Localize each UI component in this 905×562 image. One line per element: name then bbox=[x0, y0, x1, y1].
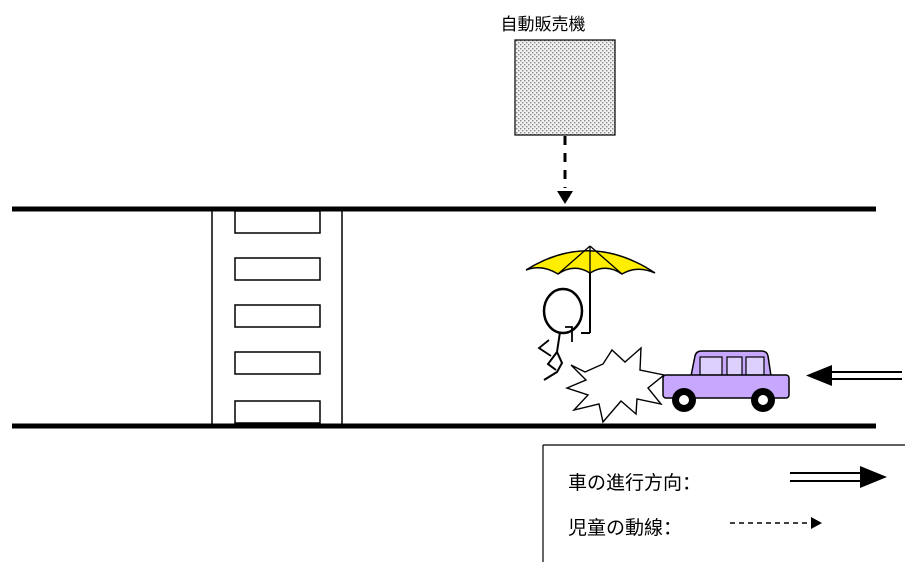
car-wheel-hub bbox=[758, 395, 768, 405]
legend-car-direction-label: 車の進行方向： bbox=[568, 472, 702, 494]
crosswalk-stripe bbox=[234, 400, 321, 424]
impact-burst bbox=[565, 346, 666, 424]
umbrella-ribs bbox=[557, 245, 623, 275]
crosswalk-stripe bbox=[234, 257, 321, 281]
child-head bbox=[542, 287, 584, 335]
child-body bbox=[556, 331, 561, 353]
car-window bbox=[699, 356, 723, 376]
crosswalk-stripe bbox=[234, 304, 321, 328]
child-leg bbox=[546, 351, 558, 371]
child-leg bbox=[543, 351, 564, 381]
legend-child-path-label: 児童の動線： bbox=[568, 517, 683, 539]
car bbox=[662, 350, 790, 412]
vending-machine-label: 自動販売機 bbox=[500, 15, 586, 35]
crosswalk bbox=[211, 209, 343, 426]
legend-box bbox=[542, 444, 905, 562]
child-path-arrowhead bbox=[557, 191, 573, 204]
child-figure bbox=[525, 245, 656, 381]
crosswalk-stripe bbox=[234, 210, 321, 234]
crosswalk-stripe bbox=[234, 351, 321, 375]
car-wheel-hub bbox=[679, 395, 689, 405]
child-arm bbox=[565, 326, 573, 342]
legend-child-arrow bbox=[730, 517, 822, 529]
car-direction-arrow bbox=[806, 365, 902, 386]
vending-machine bbox=[514, 39, 616, 136]
legend-car-arrow bbox=[790, 466, 887, 488]
child-arm bbox=[537, 339, 552, 357]
car-window bbox=[745, 356, 765, 376]
car-window bbox=[726, 356, 743, 376]
